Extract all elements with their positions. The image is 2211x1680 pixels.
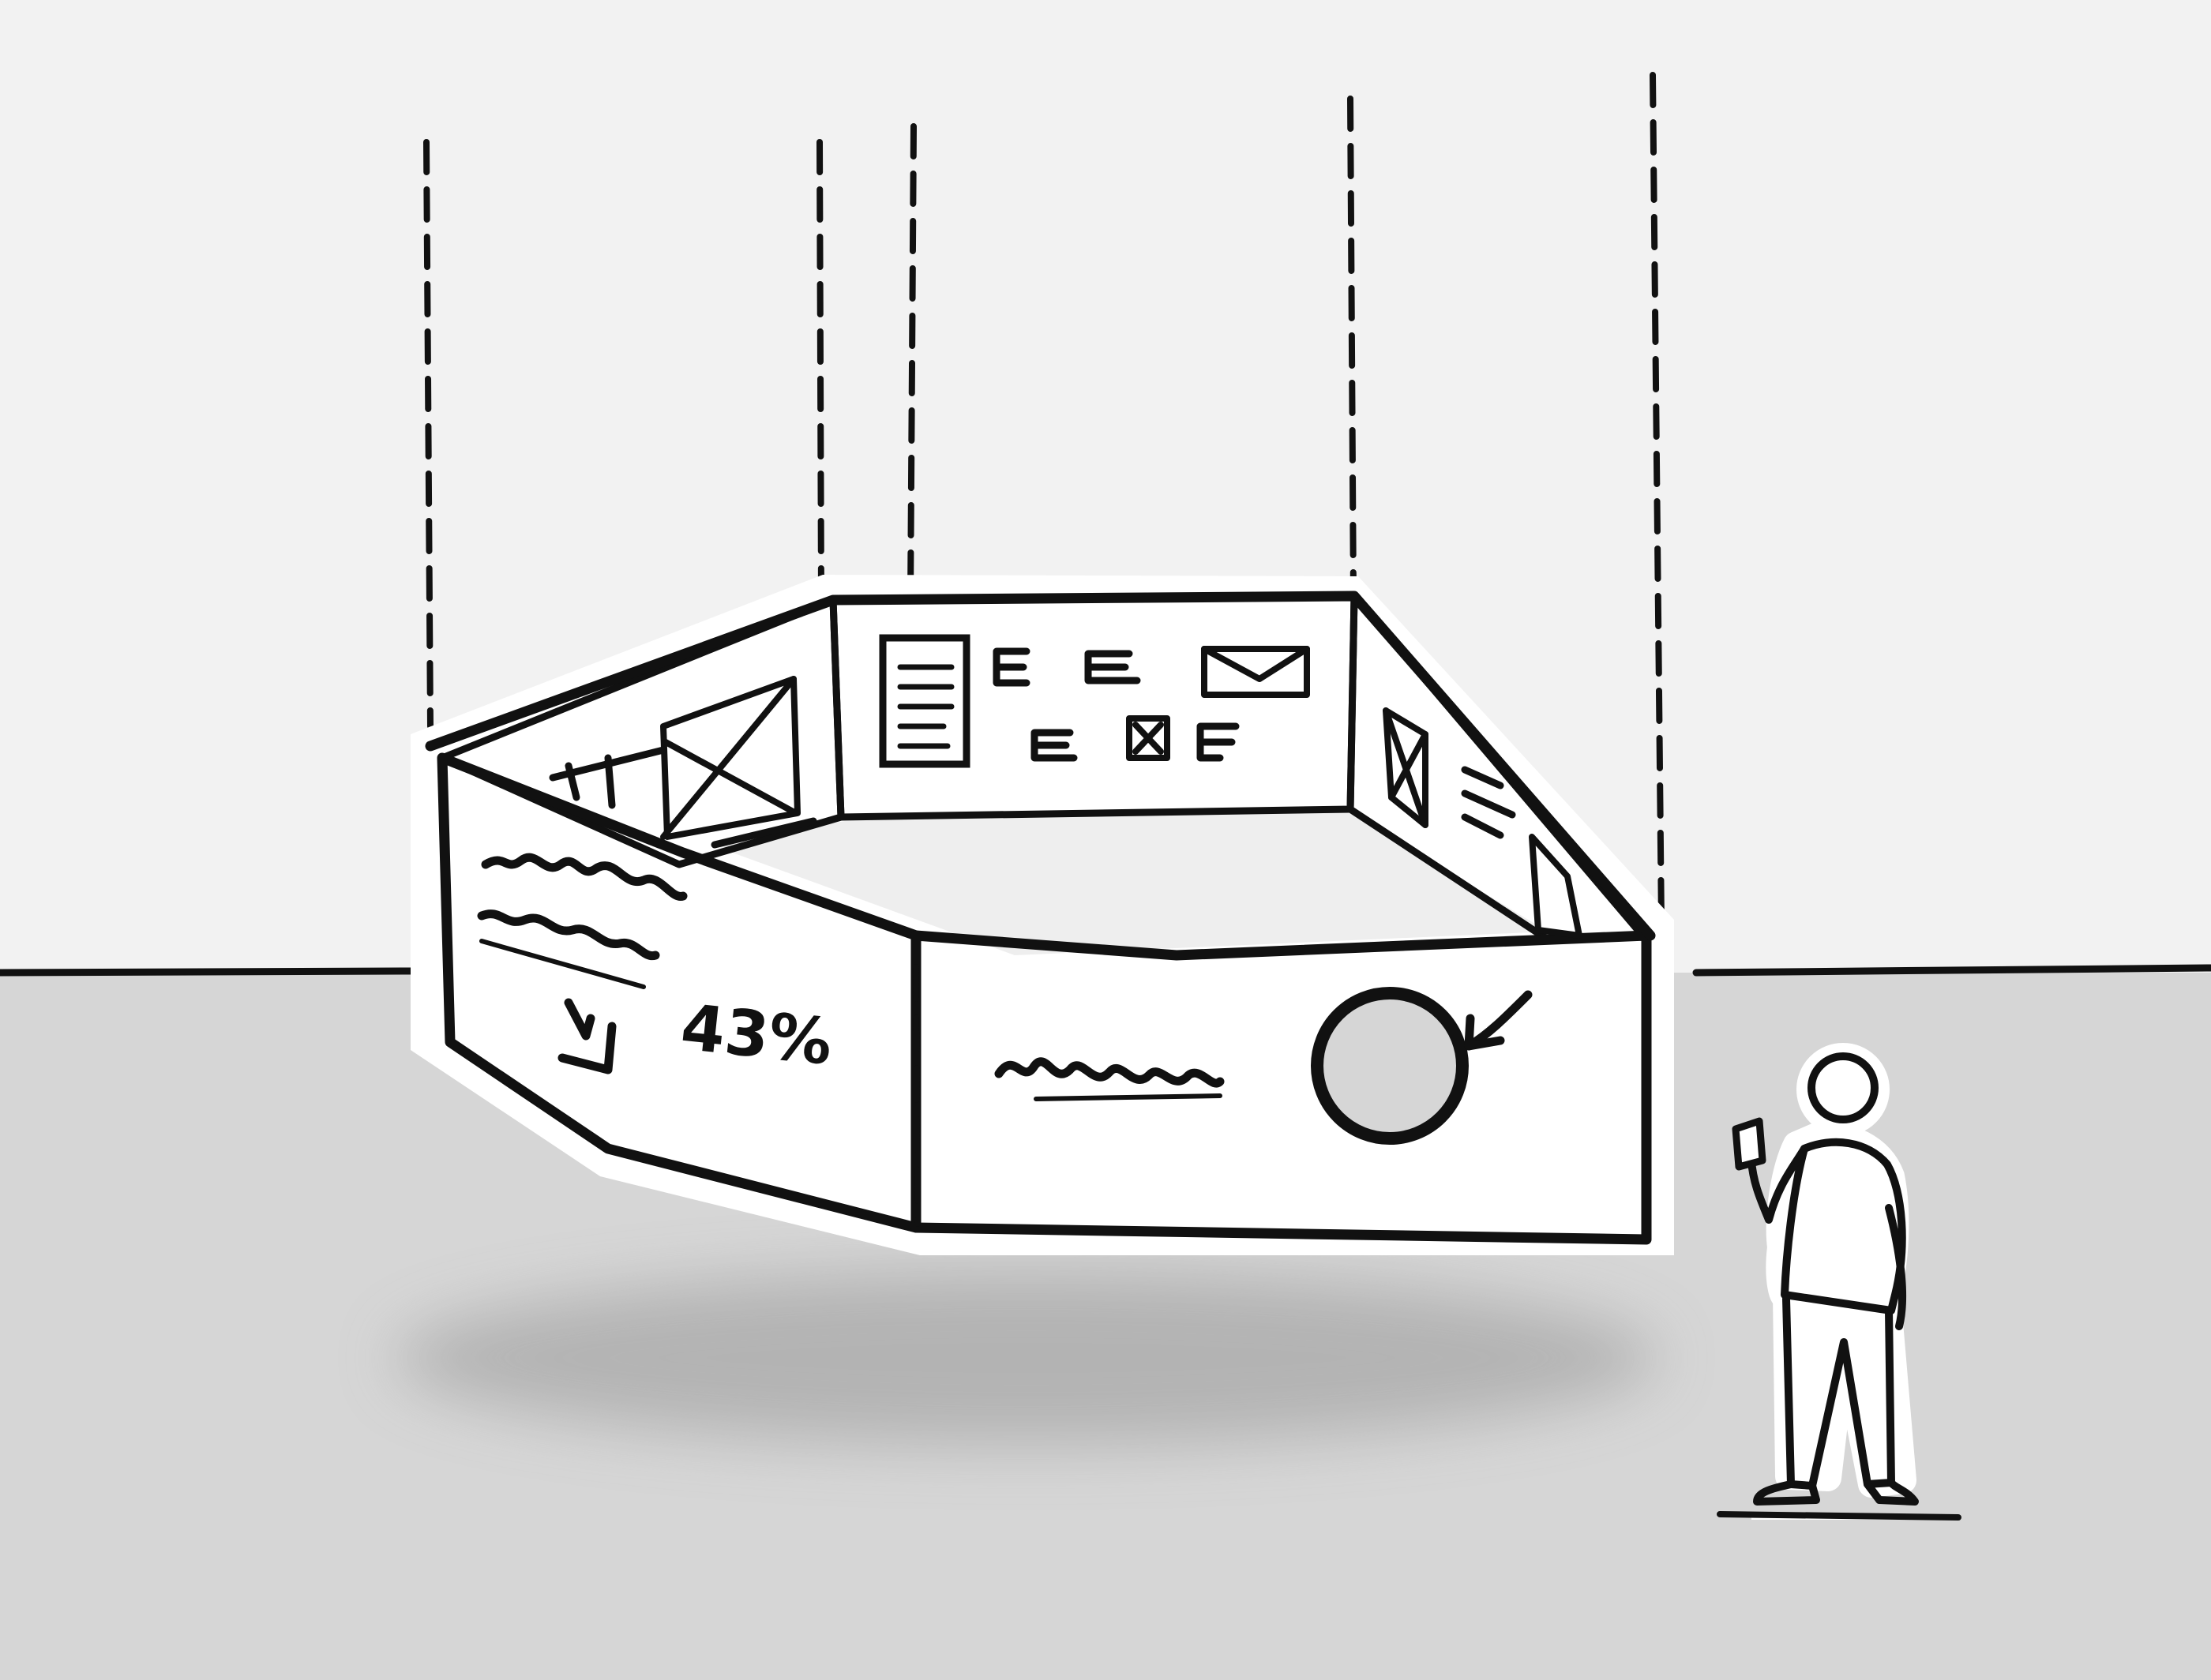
scribble-text-lines (477, 853, 688, 989)
image-placeholder-icon (660, 676, 801, 840)
phone-icon (1732, 1117, 1766, 1171)
image-placeholder-icon (1201, 646, 1310, 698)
download-arrow-icon (557, 998, 617, 1074)
person-figure (1717, 1043, 1961, 1521)
scribble-text-line (994, 1057, 1225, 1101)
percentage-label: 43% (678, 990, 835, 1079)
checkbox-icon (1126, 715, 1170, 761)
document-icon (879, 634, 970, 768)
horizon-line (0, 964, 2211, 977)
floor-shadow (395, 1271, 1658, 1445)
phone-frame-icon (1529, 834, 1582, 939)
slider-control (549, 746, 667, 809)
structure-interior (711, 812, 1548, 955)
top-rim (425, 591, 1656, 941)
circle-button-icon (1311, 987, 1469, 1145)
left-wall-scribble (711, 817, 817, 849)
menu-lines-icon (993, 647, 1240, 762)
menu-lines-icon (1461, 766, 1516, 839)
pointer-arrow-icon (1464, 990, 1533, 1051)
suspension-lines (423, 72, 1665, 927)
image-placeholder-icon (1383, 707, 1428, 828)
panel-divider (913, 964, 921, 1227)
